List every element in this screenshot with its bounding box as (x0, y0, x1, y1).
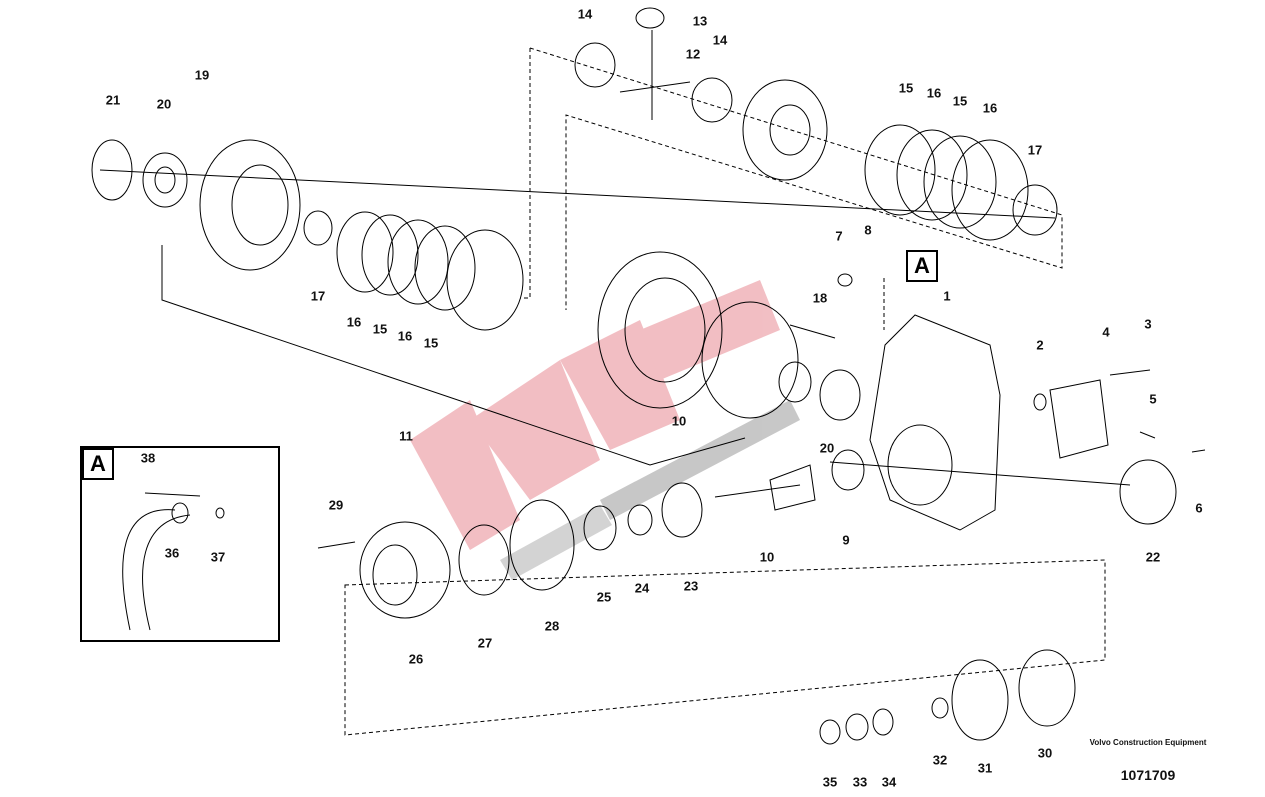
callout: 15 (898, 80, 914, 96)
callout: 23 (683, 578, 699, 594)
callout: 16 (926, 85, 942, 101)
document-number: 1071709 (1120, 767, 1176, 783)
callout: 37 (210, 549, 226, 565)
callout: 29 (328, 497, 344, 513)
callout: 32 (932, 752, 948, 768)
callout: 2 (1036, 337, 1044, 353)
callout: 9 (842, 532, 850, 548)
callout: 31 (977, 760, 993, 776)
callout: 4 (1102, 324, 1110, 340)
callout: 16 (982, 100, 998, 116)
callout: 10 (671, 413, 687, 429)
callout: 10 (759, 549, 775, 565)
callout: 27 (477, 635, 493, 651)
callout: 16 (346, 314, 362, 330)
callout: 17 (1027, 142, 1043, 158)
callout: 1 (943, 288, 951, 304)
callout: 38 (140, 450, 156, 466)
callout: 5 (1149, 391, 1157, 407)
callout: 3 (1144, 316, 1152, 332)
callout: 34 (881, 774, 897, 790)
callout: 8 (864, 222, 872, 238)
callout: 20 (819, 440, 835, 456)
callout: 18 (812, 290, 828, 306)
callout: 15 (423, 335, 439, 351)
callout: 21 (105, 92, 121, 108)
callout: 33 (852, 774, 868, 790)
callout: 15 (372, 321, 388, 337)
callout: 24 (634, 580, 650, 596)
callout: 35 (822, 774, 838, 790)
callout: 16 (397, 328, 413, 344)
callout: 15 (952, 93, 968, 109)
callout: 7 (835, 228, 843, 244)
callout: 17 (310, 288, 326, 304)
callout: 12 (685, 46, 701, 62)
watermark-logo (410, 280, 800, 580)
callout: 13 (692, 13, 708, 29)
credit-text: Volvo Construction Equipment (1089, 738, 1207, 747)
callout: 25 (596, 589, 612, 605)
callout: 28 (544, 618, 560, 634)
callout: 20 (156, 96, 172, 112)
callout: 11 (399, 428, 413, 444)
callout: 22 (1145, 549, 1161, 565)
callout: 14 (577, 6, 593, 22)
callout: 6 (1195, 500, 1203, 516)
detail-inset-a (80, 446, 280, 642)
inset-marker-a: A (82, 448, 114, 480)
detail-marker-a: A (906, 250, 938, 282)
callout: 19 (194, 67, 210, 83)
callout: 26 (408, 651, 424, 667)
callout: 30 (1037, 745, 1053, 761)
callout: 36 (164, 545, 180, 561)
callout: 14 (712, 32, 728, 48)
